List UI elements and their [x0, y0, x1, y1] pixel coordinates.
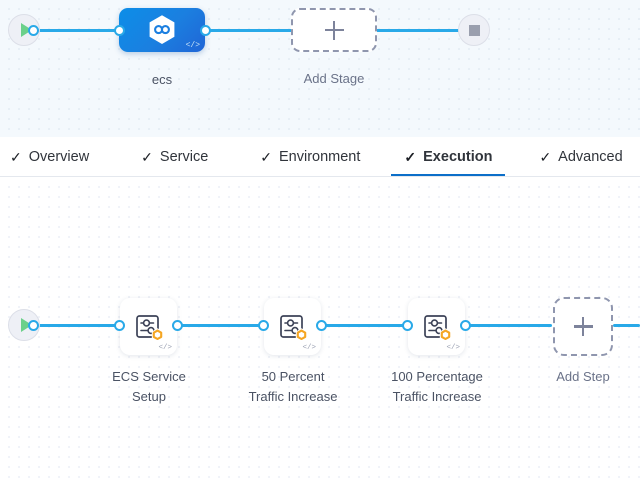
- code-tag-icon: </>: [302, 344, 316, 352]
- check-icon: ✓: [539, 148, 552, 165]
- port-step-1-out[interactable]: [172, 320, 183, 331]
- port-ecs-in[interactable]: [114, 25, 125, 36]
- edge-step-3-to-add-step: [466, 324, 552, 327]
- port-ecs-out[interactable]: [200, 25, 211, 36]
- play-icon: [20, 23, 32, 37]
- execution-canvas[interactable]: </> ECS Service Setup </> 50 Percent Tra…: [0, 178, 640, 480]
- tab-overview-label: Overview: [28, 148, 90, 165]
- tab-service[interactable]: ✓ Service: [139, 137, 210, 176]
- stop-square-icon: [468, 24, 480, 36]
- stage-node-label: ecs: [151, 72, 173, 87]
- step-1-label-line1: ECS Service: [112, 369, 186, 384]
- tab-environment-label: Environment: [279, 148, 361, 165]
- port-step-3-in[interactable]: [402, 320, 413, 331]
- step-2-label-line2: Traffic Increase: [248, 389, 338, 404]
- step-settings-icon: [423, 314, 451, 341]
- edge-add-step-outgoing: [613, 324, 640, 327]
- play-icon: [20, 318, 32, 332]
- check-icon: ✓: [141, 148, 153, 165]
- edge-start-to-ecs: [34, 29, 120, 32]
- add-step-button[interactable]: [553, 297, 613, 356]
- step-2-label-line1: 50 Percent: [261, 369, 325, 384]
- port-step-3-out[interactable]: [460, 320, 471, 331]
- code-tag-icon: </>: [185, 41, 200, 50]
- edge-add-stage-to-end: [376, 29, 466, 32]
- port-step-1-in[interactable]: [114, 320, 125, 331]
- stage-canvas[interactable]: </> ecs Add Stage: [0, 0, 640, 137]
- add-stage-button[interactable]: [291, 8, 377, 52]
- tab-advanced-label: Advanced: [558, 148, 623, 165]
- plus-icon: [324, 20, 344, 40]
- port-step-2-in[interactable]: [258, 320, 269, 331]
- edge-step-1-to-step-2: [178, 324, 264, 327]
- tab-environment[interactable]: ✓ Environment: [258, 137, 362, 176]
- step-3-label-line1: 100 Percentage: [391, 369, 483, 384]
- tab-execution[interactable]: ✓ Execution: [391, 137, 506, 176]
- stage-node-ecs[interactable]: </>: [119, 8, 205, 52]
- code-tag-icon: </>: [446, 344, 460, 352]
- port-step-2-out[interactable]: [316, 320, 327, 331]
- edge-ecs-to-add-stage: [208, 29, 292, 32]
- tab-overview[interactable]: ✓ Overview: [8, 137, 91, 176]
- check-icon: ✓: [10, 148, 22, 165]
- edge-step-2-to-step-3: [322, 324, 408, 327]
- hexagon-infinity-icon: [149, 15, 175, 44]
- step-1-label: ECS Service Setup: [95, 367, 203, 407]
- step-settings-icon: [279, 314, 307, 341]
- step-1-label-line2: Setup: [132, 389, 166, 404]
- step-3-label: 100 Percentage Traffic Increase: [375, 367, 499, 407]
- step-3-label-line2: Traffic Increase: [392, 389, 482, 404]
- step-2-label: 50 Percent Traffic Increase: [234, 367, 352, 407]
- add-stage-label: Add Stage: [303, 71, 365, 86]
- tab-execution-label: Execution: [423, 148, 493, 165]
- step-node-50-percent-traffic-increase[interactable]: </>: [264, 298, 321, 355]
- step-settings-icon: [135, 314, 163, 341]
- pipeline-end-node[interactable]: [458, 14, 490, 46]
- plus-icon: [573, 317, 593, 336]
- tab-service-label: Service: [159, 148, 209, 165]
- tab-advanced[interactable]: ✓ Advanced: [537, 137, 624, 176]
- port-exec-start-out[interactable]: [28, 320, 39, 331]
- check-icon: ✓: [260, 148, 272, 165]
- section-tabbar[interactable]: ✓ Overview ✓ Service ✓ Environment ✓ Exe…: [0, 137, 640, 177]
- step-node-100-percentage-traffic-increase[interactable]: </>: [408, 298, 465, 355]
- check-icon: ✓: [404, 148, 417, 165]
- step-node-ecs-service-setup[interactable]: </>: [120, 298, 177, 355]
- port-start-out[interactable]: [28, 25, 39, 36]
- edge-start-to-step-1: [34, 324, 120, 327]
- add-step-label: Add Step: [556, 369, 610, 384]
- code-tag-icon: </>: [158, 344, 172, 352]
